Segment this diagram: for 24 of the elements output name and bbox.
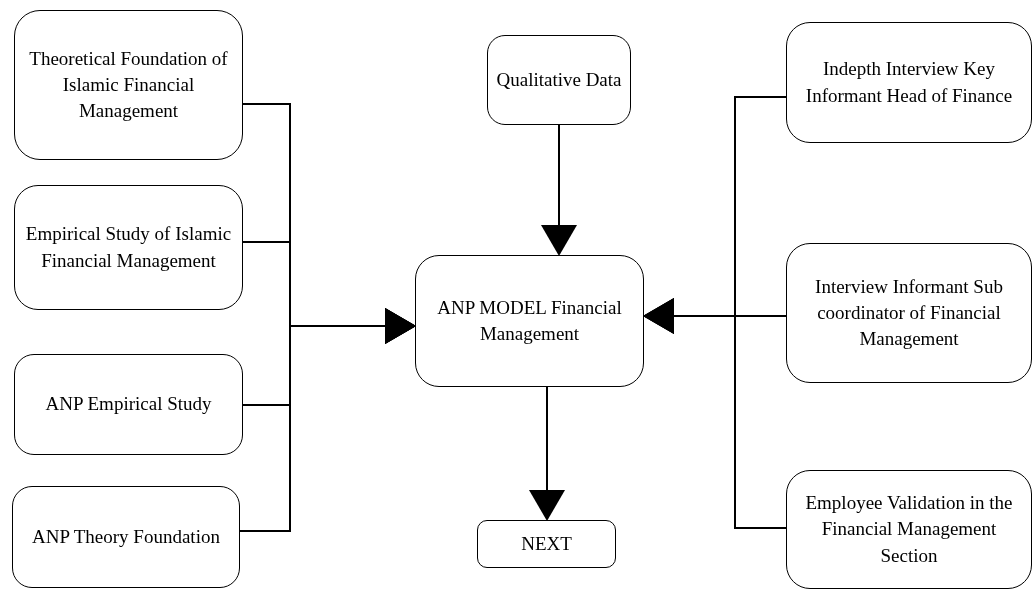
box-label: Interview Informant Sub coordinator of Financial Management [814,274,1004,352]
process-box [415,255,644,387]
process-box [786,470,1032,589]
process-box [14,10,243,160]
process-box [786,243,1032,383]
box-label: NEXT [521,531,572,556]
arrow [239,308,416,532]
box-label: ANP MODEL Financial Management [436,295,623,346]
arrow [541,124,577,256]
process-box [14,185,243,310]
box-label: ANP Theory Foundation [32,524,220,549]
process-box [12,486,240,588]
arrow [643,298,787,529]
process-box [487,35,631,125]
arrow [529,386,565,521]
process-box [786,22,1032,143]
box-label: Empirical Study of Islamic Financial Management [24,222,233,273]
box-label: Employee Validation in the Financial Management Section [804,491,1014,568]
box-label: Qualitative Data [496,67,622,92]
process-box [477,520,616,568]
box-label: Indepth Interview Key Informant Head of Finance [804,57,1014,108]
process-box [14,354,243,455]
box-label: Theoretical Foundation of Islamic Financial Management [28,46,229,124]
box-label: ANP Empirical Study [45,392,212,417]
